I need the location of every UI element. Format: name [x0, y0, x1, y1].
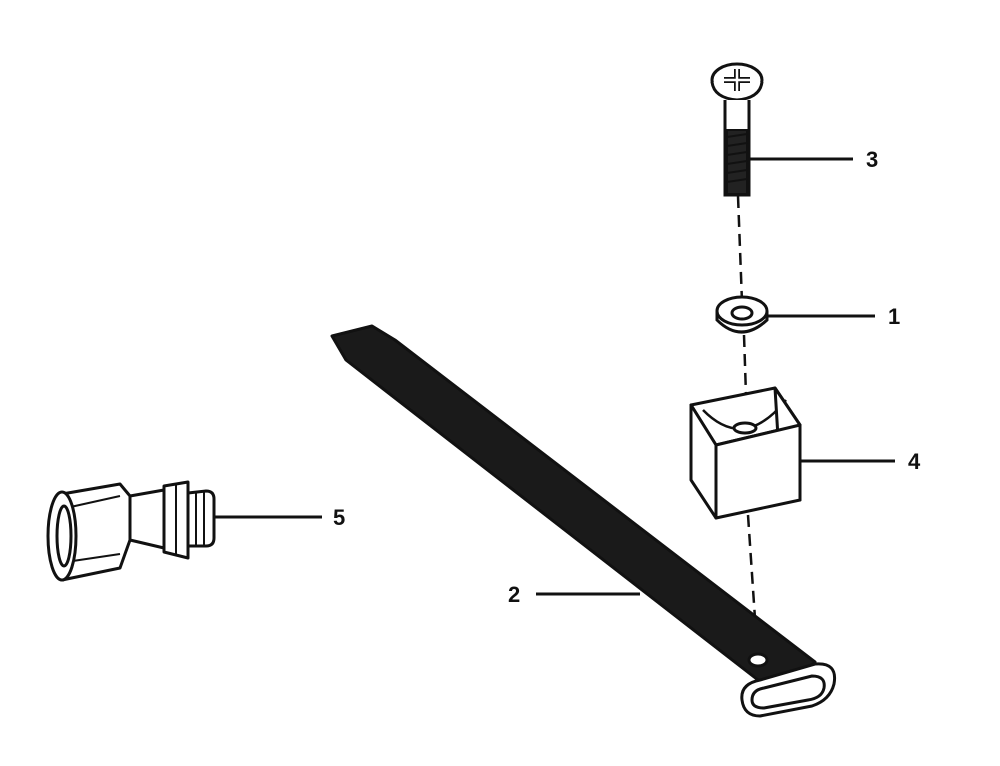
strap-part	[330, 324, 837, 718]
leader-lines	[215, 157, 895, 596]
screw-thread	[726, 129, 748, 195]
callout-block: 4	[908, 449, 921, 474]
coupler-part	[46, 480, 216, 582]
callout-coupler: 5	[333, 505, 345, 530]
callout-screw: 3	[866, 147, 878, 172]
washer-part	[715, 295, 769, 334]
callout-washer: 1	[888, 304, 900, 329]
callout-strap: 2	[508, 582, 520, 607]
assembly-axis	[736, 195, 759, 649]
block-part	[689, 386, 802, 520]
